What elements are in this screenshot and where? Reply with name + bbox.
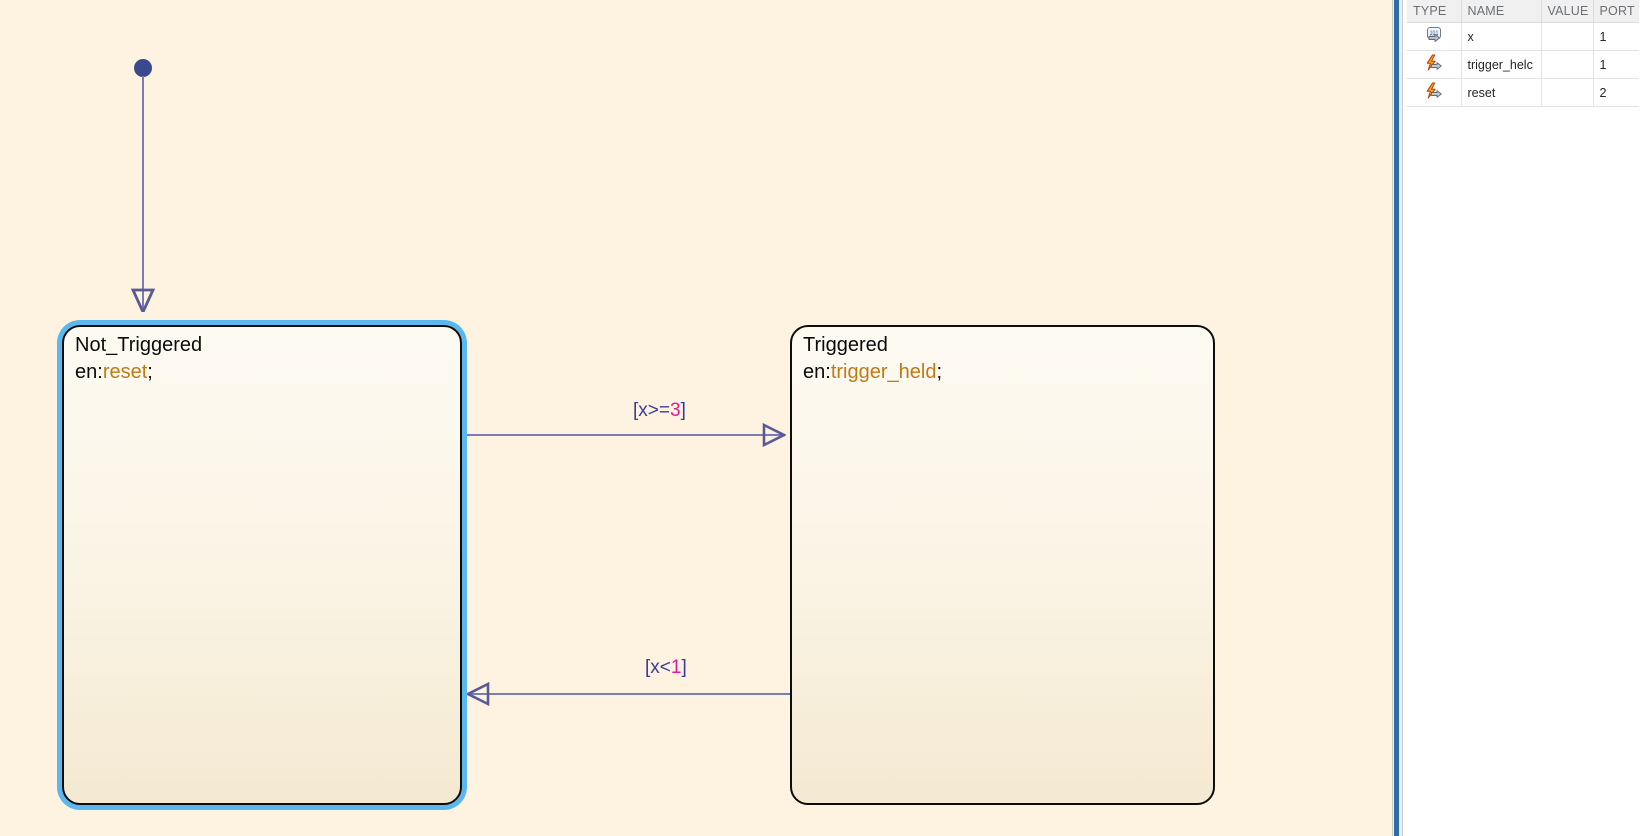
entry-action-terminator: ;: [147, 360, 153, 383]
table-row[interactable]: 101 010 x 1: [1407, 22, 1639, 51]
state-triggered[interactable]: Triggered en:trigger_held;: [790, 325, 1215, 805]
state-name-text: Not_Triggered: [75, 334, 203, 356]
data-input-icon: 101 010: [1423, 26, 1445, 47]
condition-number: 3: [669, 400, 681, 421]
entry-keyword: en:: [75, 360, 103, 383]
stateflow-chart-canvas[interactable]: Not_Triggered en:reset; Triggered en:tri…: [0, 0, 1392, 836]
state-not-triggered-label: Not_Triggered en:reset;: [75, 332, 202, 385]
canvas-vertical-scrollbar[interactable]: [1392, 0, 1403, 836]
condition-prefix: [x>=: [633, 400, 670, 421]
state-entry-action: en:trigger_held;: [803, 359, 942, 386]
entry-action-name: trigger_held: [830, 360, 937, 383]
transition-label-x-ge-3[interactable]: [x>=3]: [633, 400, 686, 422]
symbol-port-cell[interactable]: 1: [1593, 22, 1639, 51]
condition-number: 1: [670, 657, 682, 678]
table-row[interactable]: reset 2: [1407, 78, 1639, 107]
symbols-table: TYPE NAME VALUE PORT 101 010: [1407, 0, 1639, 107]
transition-label-x-lt-1[interactable]: [x<1]: [645, 657, 687, 679]
condition-suffix: ]: [680, 400, 686, 421]
state-not-triggered[interactable]: Not_Triggered en:reset;: [62, 325, 462, 805]
symbols-panel: TYPE NAME VALUE PORT 101 010: [1407, 0, 1651, 836]
svg-text:101: 101: [1429, 30, 1438, 36]
entry-action-name: reset: [102, 360, 148, 383]
symbol-name-cell[interactable]: x: [1461, 22, 1542, 51]
symbol-value-cell[interactable]: [1541, 50, 1594, 79]
symbol-type-cell[interactable]: [1407, 78, 1462, 107]
event-input-icon: [1423, 82, 1445, 103]
symbol-name-cell[interactable]: reset: [1461, 78, 1542, 107]
symbol-type-cell[interactable]: 101 010: [1407, 22, 1462, 51]
default-transition-wire[interactable]: [134, 59, 152, 312]
column-header-port[interactable]: PORT: [1593, 0, 1639, 23]
table-row[interactable]: trigger_helc 1: [1407, 50, 1639, 79]
entry-action-terminator: ;: [936, 360, 942, 383]
column-header-name[interactable]: NAME: [1461, 0, 1542, 23]
symbol-type-cell[interactable]: [1407, 50, 1462, 79]
symbol-port-cell[interactable]: 1: [1593, 50, 1639, 79]
condition-suffix: ]: [681, 657, 687, 678]
entry-keyword: en:: [803, 360, 831, 383]
condition-prefix: [x<: [645, 657, 671, 678]
symbols-table-header-row: TYPE NAME VALUE PORT: [1407, 0, 1639, 23]
event-input-icon: [1423, 54, 1445, 75]
column-header-value[interactable]: VALUE: [1541, 0, 1594, 23]
canvas-scrollbar-thumb[interactable]: [1394, 0, 1399, 836]
state-entry-action: en:reset;: [75, 359, 202, 386]
state-triggered-label: Triggered en:trigger_held;: [803, 332, 942, 385]
state-name-text: Triggered: [803, 334, 888, 356]
symbol-value-cell[interactable]: [1541, 78, 1594, 107]
column-header-type[interactable]: TYPE: [1407, 0, 1462, 23]
symbol-value-cell[interactable]: [1541, 22, 1594, 51]
symbol-port-cell[interactable]: 2: [1593, 78, 1639, 107]
symbol-name-cell[interactable]: trigger_helc: [1461, 50, 1542, 79]
panel-divider: [1403, 0, 1407, 836]
